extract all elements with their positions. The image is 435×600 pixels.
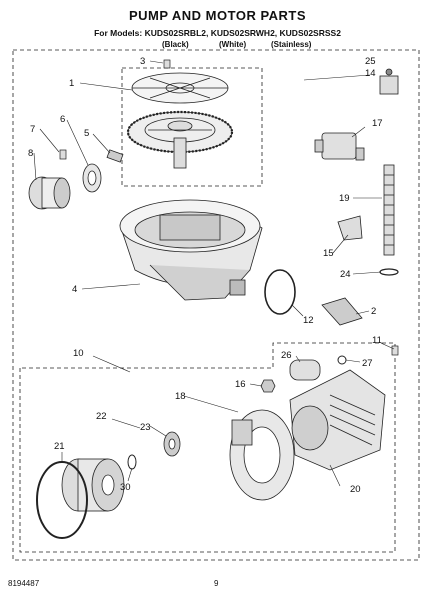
part-25-drawing bbox=[379, 68, 399, 95]
callout-11: 11 bbox=[372, 335, 382, 346]
callout-12: 12 bbox=[303, 315, 314, 326]
callout-5: 5 bbox=[84, 128, 89, 139]
callout-30: 30 bbox=[120, 482, 131, 493]
part-8-drawing bbox=[28, 176, 71, 210]
callout-6: 6 bbox=[60, 114, 65, 125]
screw-11-drawing bbox=[391, 345, 399, 356]
callout-3: 3 bbox=[140, 56, 145, 67]
motor-20-drawing bbox=[289, 369, 386, 471]
screw-7-drawing bbox=[59, 149, 67, 160]
part-26-drawing bbox=[289, 359, 321, 381]
impeller-gear-drawing bbox=[126, 110, 234, 169]
part-17-drawing bbox=[314, 132, 365, 161]
gasket-12-drawing bbox=[264, 269, 296, 315]
document-number: 8194487 bbox=[8, 579, 40, 588]
callout-21: 21 bbox=[54, 441, 65, 452]
callout-26: 26 bbox=[281, 350, 292, 361]
outer-frame bbox=[12, 49, 420, 561]
callout-2: 2 bbox=[371, 306, 376, 317]
impeller-22-drawing bbox=[61, 458, 125, 512]
callout-27: 27 bbox=[362, 358, 373, 369]
callout-16: 16 bbox=[235, 379, 246, 390]
callout-14: 14 bbox=[365, 68, 376, 79]
part-2-drawing bbox=[321, 297, 363, 326]
callout-22: 22 bbox=[96, 411, 107, 422]
callout-10: 10 bbox=[73, 348, 84, 359]
washer-30-drawing bbox=[127, 454, 137, 470]
part-15-drawing bbox=[337, 215, 363, 241]
screw-3-drawing bbox=[163, 59, 171, 69]
pump-housing-4-drawing bbox=[119, 199, 263, 301]
callout-17: 17 bbox=[372, 118, 383, 129]
part-27-drawing bbox=[337, 355, 347, 365]
callout-19: 19 bbox=[339, 193, 350, 204]
spray-disc-1-drawing bbox=[131, 72, 229, 104]
nut-16-drawing bbox=[260, 379, 276, 393]
page-title: PUMP AND MOTOR PARTS bbox=[128, 8, 307, 23]
hose-19-drawing bbox=[383, 164, 395, 256]
callout-20: 20 bbox=[350, 484, 361, 495]
clamp-24-drawing bbox=[379, 268, 399, 276]
part-5-drawing bbox=[106, 149, 124, 163]
callout-8: 8 bbox=[28, 148, 33, 159]
callout-23: 23 bbox=[140, 422, 151, 433]
page-number: 9 bbox=[214, 579, 219, 588]
callout-25: 25 bbox=[365, 56, 376, 67]
seal-23-drawing bbox=[163, 431, 181, 457]
models-line: For Models: KUDS02SRBL2, KUDS02SRWH2, KU… bbox=[94, 28, 341, 38]
part-6-drawing bbox=[82, 163, 102, 193]
callout-7: 7 bbox=[30, 124, 35, 135]
color-stainless-label: (Stainless) bbox=[271, 40, 312, 49]
inner-frame-top bbox=[121, 67, 263, 187]
leader-lines bbox=[33, 60, 395, 487]
color-white-label: (White) bbox=[219, 40, 247, 49]
callout-18: 18 bbox=[175, 391, 186, 402]
callout-4: 4 bbox=[72, 284, 77, 295]
callout-1: 1 bbox=[69, 78, 74, 89]
volute-18-drawing bbox=[229, 409, 295, 501]
callout-24: 24 bbox=[340, 269, 351, 280]
callout-15: 15 bbox=[323, 248, 334, 259]
color-black-label: (Black) bbox=[162, 40, 189, 49]
motor-frame bbox=[19, 342, 396, 553]
